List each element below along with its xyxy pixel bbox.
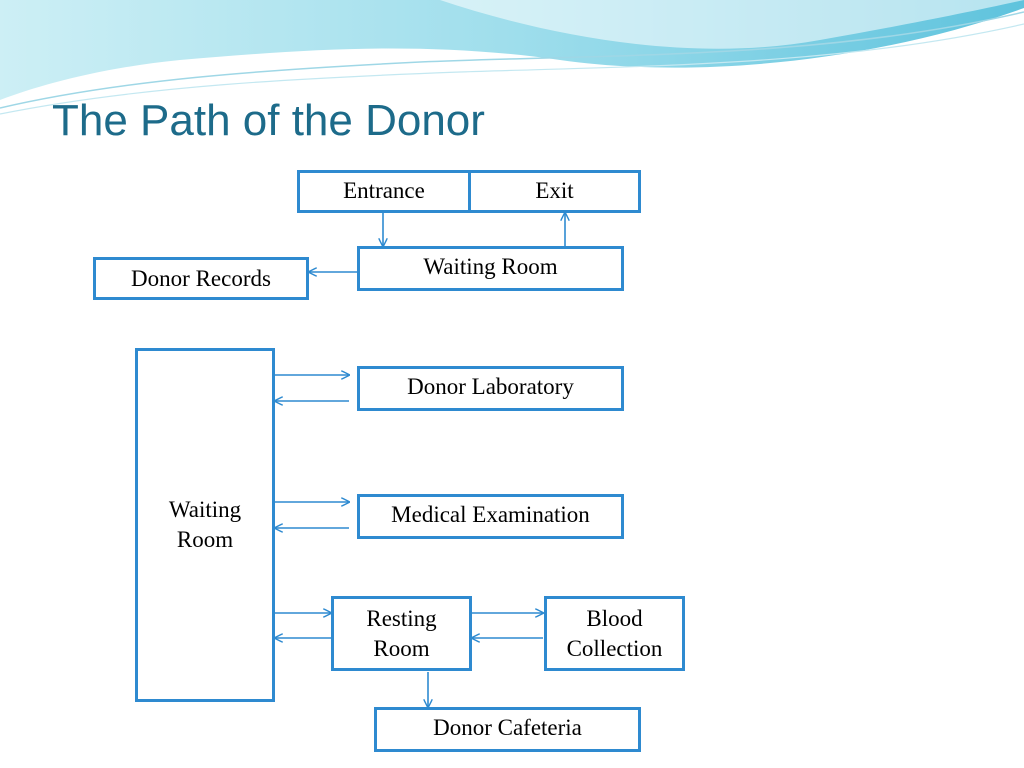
node-waiting-room-top: Waiting Room (357, 246, 624, 291)
node-donor-laboratory: Donor Laboratory (357, 366, 624, 411)
node-waiting-room-side: Waiting Room (135, 348, 275, 702)
node-resting-room: Resting Room (331, 596, 472, 671)
node-exit: Exit (468, 170, 641, 213)
node-donor-records: Donor Records (93, 257, 309, 300)
page-title: The Path of the Donor (52, 96, 485, 145)
node-blood-collection: Blood Collection (544, 596, 685, 671)
node-entrance: Entrance (297, 170, 471, 213)
node-donor-cafeteria: Donor Cafeteria (374, 707, 641, 752)
node-medical-examination: Medical Examination (357, 494, 624, 539)
